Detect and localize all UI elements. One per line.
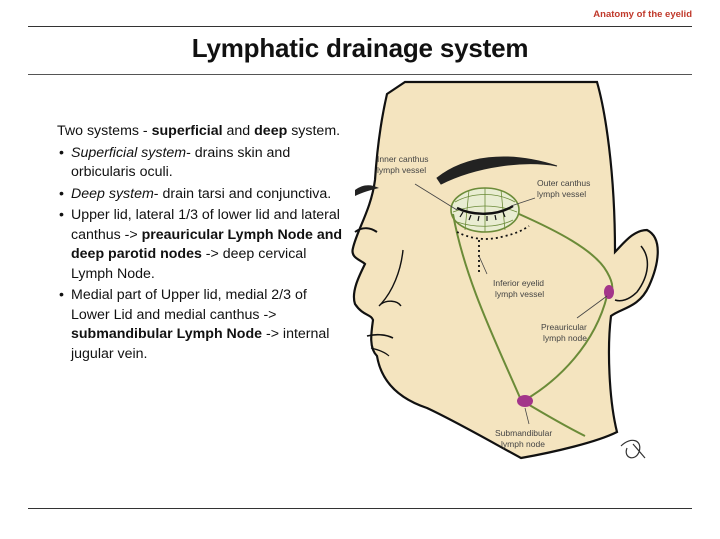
bullet-text: Upper lid, lateral 1/3 of lower lid and … bbox=[71, 207, 340, 243]
top-rule bbox=[28, 26, 692, 27]
bullet-term: Deep system bbox=[71, 185, 154, 202]
bullet-text: Medial part of Upper lid, medial 2/3 of … bbox=[71, 287, 307, 323]
bullet-term: Superficial system bbox=[71, 144, 187, 161]
label-submandibular: Submandibular bbox=[495, 428, 552, 438]
pointer-inner bbox=[414, 183, 458, 211]
closed-eyelid bbox=[456, 204, 514, 215]
intro-deep: deep bbox=[254, 123, 288, 139]
intro-paragraph: Two systems - superficial and deep syste… bbox=[57, 122, 347, 142]
ear-inner-line bbox=[614, 245, 649, 302]
slide-body: Two systems - superficial and deep syste… bbox=[57, 122, 347, 366]
title-rule bbox=[28, 74, 692, 75]
eyelashes bbox=[459, 211, 506, 222]
nostril bbox=[380, 300, 402, 307]
bullet-lateral-drainage: Upper lid, lateral 1/3 of lower lid and … bbox=[59, 206, 347, 284]
label-inferior-eyelid-2: lymph vessel bbox=[495, 289, 544, 299]
artist-signature bbox=[620, 439, 646, 459]
left-eyebrow bbox=[355, 185, 379, 196]
pointer-submandibular bbox=[524, 407, 530, 425]
face-lymph-diagram: Inner canthus lymph vessel Outer canthus… bbox=[351, 80, 659, 460]
pointer-inferior bbox=[478, 255, 488, 275]
left-eye bbox=[354, 227, 378, 233]
bullet-text: - drain tarsi and conjunctiva. bbox=[153, 185, 332, 202]
nose-line bbox=[378, 249, 404, 307]
label-preauricular-2: lymph node bbox=[543, 333, 587, 343]
label-outer-canthus-2: lymph vessel bbox=[537, 189, 586, 199]
intro-text: Two systems - bbox=[57, 123, 152, 139]
pointer-outer bbox=[510, 197, 536, 207]
face-outline bbox=[351, 80, 659, 460]
intro-superficial: superficial bbox=[151, 123, 223, 139]
bottom-rule bbox=[28, 508, 692, 509]
pointer-preauricular bbox=[576, 295, 608, 319]
label-outer-canthus: Outer canthus bbox=[537, 178, 590, 188]
section-tag: Anatomy of the eyelid bbox=[593, 9, 692, 20]
mouth-line bbox=[366, 333, 394, 339]
submandibular-node bbox=[517, 395, 533, 407]
label-inner-canthus: Inner canthus bbox=[377, 154, 429, 164]
bullet-text: -> deep cervical Lymph Node. bbox=[71, 246, 307, 282]
label-preauricular: Preauricular bbox=[541, 322, 587, 332]
intro-text-and: and bbox=[222, 123, 255, 139]
bullet-superficial: Superficial system- drains skin and orbi… bbox=[59, 144, 347, 183]
slide-title: Lymphatic drainage system bbox=[191, 33, 529, 63]
bullet-text: - drains skin and orbicularis oculi. bbox=[71, 144, 291, 181]
right-eyebrow bbox=[436, 156, 558, 185]
label-submandibular-2: lymph node bbox=[501, 439, 545, 449]
label-inferior-eyelid: Inferior eyelid bbox=[493, 278, 544, 288]
inner-canthus-vessel bbox=[452, 213, 522, 401]
bullet-bold: preauricular Lymph Node and deep parotid… bbox=[71, 226, 343, 263]
bullet-bold: submandibular Lymph Node bbox=[71, 326, 263, 342]
bullet-text: -> internal jugular vein. bbox=[71, 326, 330, 362]
label-inner-canthus-2: lymph vessel bbox=[377, 165, 426, 175]
preauricular-to-neck-vessel bbox=[524, 295, 608, 401]
bullet-deep: Deep system- drain tarsi and conjunctiva… bbox=[59, 185, 347, 205]
bullet-list: Superficial system- drains skin and orbi… bbox=[57, 144, 347, 365]
intro-text-end: system. bbox=[287, 123, 341, 139]
bullet-medial-drainage: Medial part of Upper lid, medial 2/3 of … bbox=[59, 286, 347, 364]
preauricular-node bbox=[604, 285, 614, 299]
lip-line bbox=[370, 347, 390, 357]
